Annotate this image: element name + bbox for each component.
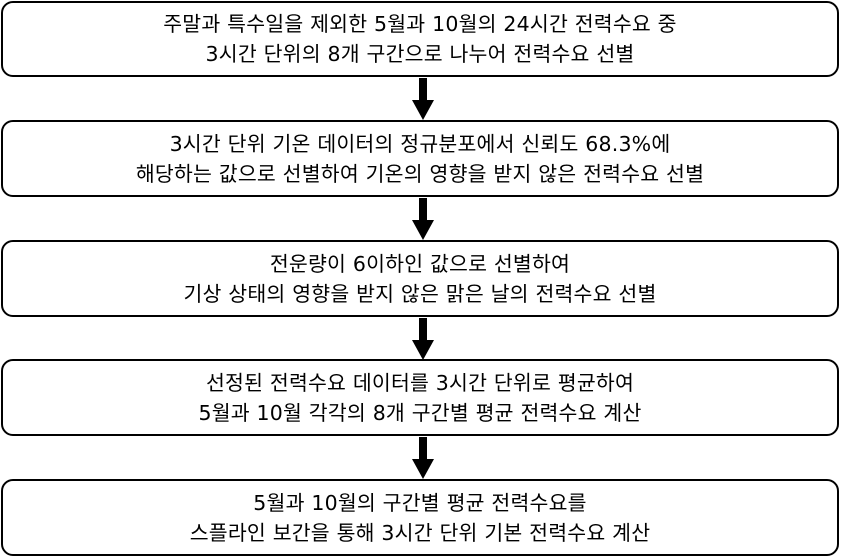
step-5-line-2: 스플라인 보간을 통해 3시간 단위 기본 전력수요 계산 — [189, 520, 651, 545]
flow-step-1: 주말과 특수일을 제외한 5월과 10월의 24시간 전력수요 중 3시간 단위… — [1, 1, 839, 77]
down-arrow-icon — [412, 318, 434, 360]
down-arrow-icon — [412, 78, 434, 120]
flow-step-3: 전운량이 6이하인 값으로 선별하여 기상 상태의 영향을 받지 않은 맑은 날… — [1, 240, 839, 317]
step-2-line-1: 3시간 단위 기온 데이터의 정규분포에서 신뢰도 68.3%에 — [169, 131, 671, 156]
step-4-line-1: 선정된 전력수요 데이터를 3시간 단위로 평균하여 — [205, 370, 635, 395]
step-1-line-1: 주말과 특수일을 제외한 5월과 10월의 24시간 전력수요 중 — [163, 12, 677, 36]
step-3-line-2: 기상 상태의 영향을 받지 않은 맑은 날의 전력수요 선별 — [183, 281, 657, 306]
step-1-line-2: 3시간 단위의 8개 구간으로 나누어 전력수요 선별 — [205, 42, 635, 66]
flow-step-5: 5월과 10월의 구간별 평균 전력수요를 스플라인 보간을 통해 3시간 단위… — [1, 479, 839, 556]
step-4-line-2: 5월과 10월 각각의 8개 구간별 평균 전력수요 계산 — [198, 400, 642, 425]
down-arrow-icon — [412, 437, 434, 479]
flow-step-2: 3시간 단위 기온 데이터의 정규분포에서 신뢰도 68.3%에 해당하는 값으… — [1, 120, 839, 197]
flow-step-4: 선정된 전력수요 데이터를 3시간 단위로 평균하여 5월과 10월 각각의 8… — [1, 359, 839, 436]
step-3-line-1: 전운량이 6이하인 값으로 선별하여 — [269, 251, 571, 276]
step-5-line-1: 5월과 10월의 구간별 평균 전력수요를 — [253, 490, 587, 515]
down-arrow-icon — [412, 198, 434, 240]
step-2-line-2: 해당하는 값으로 선별하여 기온의 영향을 받지 않은 전력수요 선별 — [135, 161, 705, 186]
